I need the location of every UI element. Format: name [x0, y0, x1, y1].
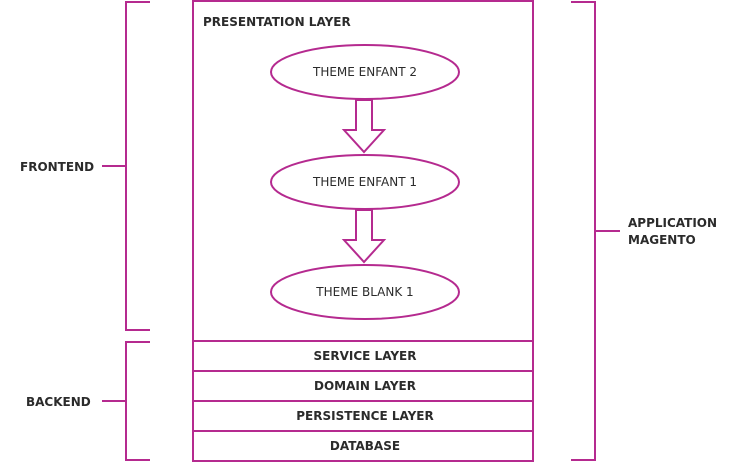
backend-layer-label: DOMAIN LAYER [314, 379, 416, 393]
frontend-bracket [102, 1, 150, 331]
down-arrow-icon [341, 209, 387, 264]
down-arrow-icon [341, 99, 387, 154]
theme-ellipse [270, 264, 460, 320]
theme-label: THEME ENFANT 1 [312, 175, 417, 189]
backend-layer-label: PERSISTENCE LAYER [296, 409, 434, 423]
backend-layer-label: SERVICE LAYER [314, 349, 417, 363]
application-label-line2: MAGENTO [628, 233, 696, 247]
application-label-line1: APPLICATION [628, 216, 717, 230]
backend-label: BACKEND [26, 395, 91, 409]
backend-layer-box [192, 430, 534, 462]
backend-bracket [102, 341, 150, 461]
theme-label: THEME ENFANT 2 [312, 65, 417, 79]
application-bracket [571, 1, 620, 461]
presentation-layer-title: PRESENTATION LAYER [203, 15, 351, 29]
theme-label: THEME BLANK 1 [315, 285, 413, 299]
frontend-label: FRONTEND [20, 160, 94, 174]
backend-layer-label: DATABASE [330, 439, 400, 453]
